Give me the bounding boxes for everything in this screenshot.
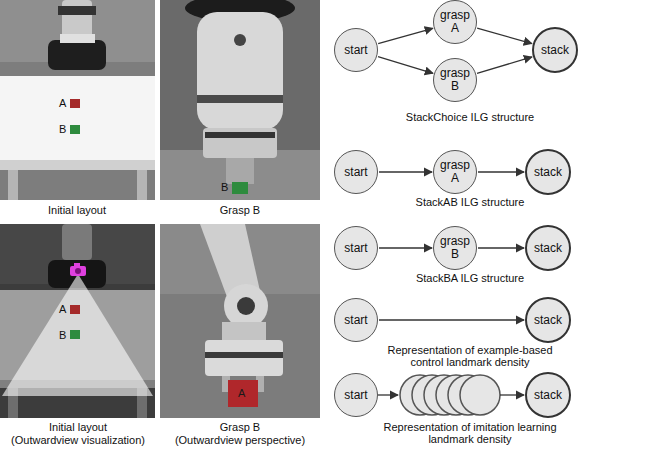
- transition-arrow: [378, 57, 433, 74]
- node-text: stack: [534, 166, 562, 179]
- node-text: stack: [534, 314, 562, 327]
- state-circle: grasp A: [433, 150, 477, 194]
- caption-text: Grasp B: [160, 421, 320, 433]
- node-text: start: [344, 166, 367, 179]
- state-circle: start: [334, 298, 378, 342]
- transition-arrow: [379, 171, 432, 172]
- caption-text: Grasp B: [160, 204, 320, 216]
- caption-text: StackAB ILG structure: [355, 196, 585, 208]
- state-circle: stack: [525, 225, 571, 271]
- object-letter: B: [59, 329, 66, 341]
- caption-text: Initial layout: [0, 421, 156, 433]
- transition-arrow: [378, 28, 433, 43]
- object-letter: A: [59, 97, 66, 109]
- caption-text: (Outwardview visualization): [0, 434, 156, 446]
- node-text: grasp B: [438, 67, 472, 93]
- node-text: grasp B: [438, 235, 472, 261]
- transition-arrow: [379, 247, 432, 248]
- caption-text: Representation of imitation learning lan…: [377, 421, 563, 445]
- node-text: start: [344, 242, 367, 255]
- object-letter: B: [221, 181, 228, 193]
- object-letter: A: [59, 303, 66, 315]
- node-text: start: [344, 314, 367, 327]
- node-text: start: [344, 44, 367, 57]
- node-text: stack: [534, 242, 562, 255]
- transition-arrow: [379, 319, 524, 320]
- node-text: grasp A: [438, 159, 472, 185]
- state-circle: stack: [525, 297, 571, 343]
- state-circle: stack: [525, 149, 571, 195]
- state-circle: grasp B: [433, 58, 477, 102]
- caption-text: StackChoice ILG structure: [355, 111, 585, 123]
- state-circle: grasp B: [433, 226, 477, 270]
- object-letter: B: [59, 123, 66, 135]
- state-circle: start: [334, 150, 378, 194]
- transition-arrow: [478, 247, 524, 248]
- caption-text: (Outwardview perspective): [160, 434, 320, 446]
- transition-arrow: [478, 171, 524, 172]
- state-circle: stack: [532, 27, 578, 73]
- node-text: stack: [534, 389, 562, 402]
- node-text: start: [344, 389, 367, 402]
- caption-text: Initial layout: [0, 204, 155, 216]
- caption-text: Representation of example-based control …: [377, 344, 563, 368]
- object-letter: A: [238, 387, 245, 399]
- state-circle: grasp A: [433, 0, 477, 44]
- state-circle: start: [334, 28, 378, 72]
- node-text: stack: [541, 44, 569, 57]
- state-circle: start: [334, 226, 378, 270]
- transition-arrow: [477, 57, 532, 73]
- caption-text: StackBA ILG structure: [355, 272, 585, 284]
- node-text: grasp A: [438, 9, 472, 35]
- state-circle: stack: [525, 372, 571, 418]
- state-circle: start: [334, 373, 378, 417]
- transition-arrow: [477, 28, 532, 43]
